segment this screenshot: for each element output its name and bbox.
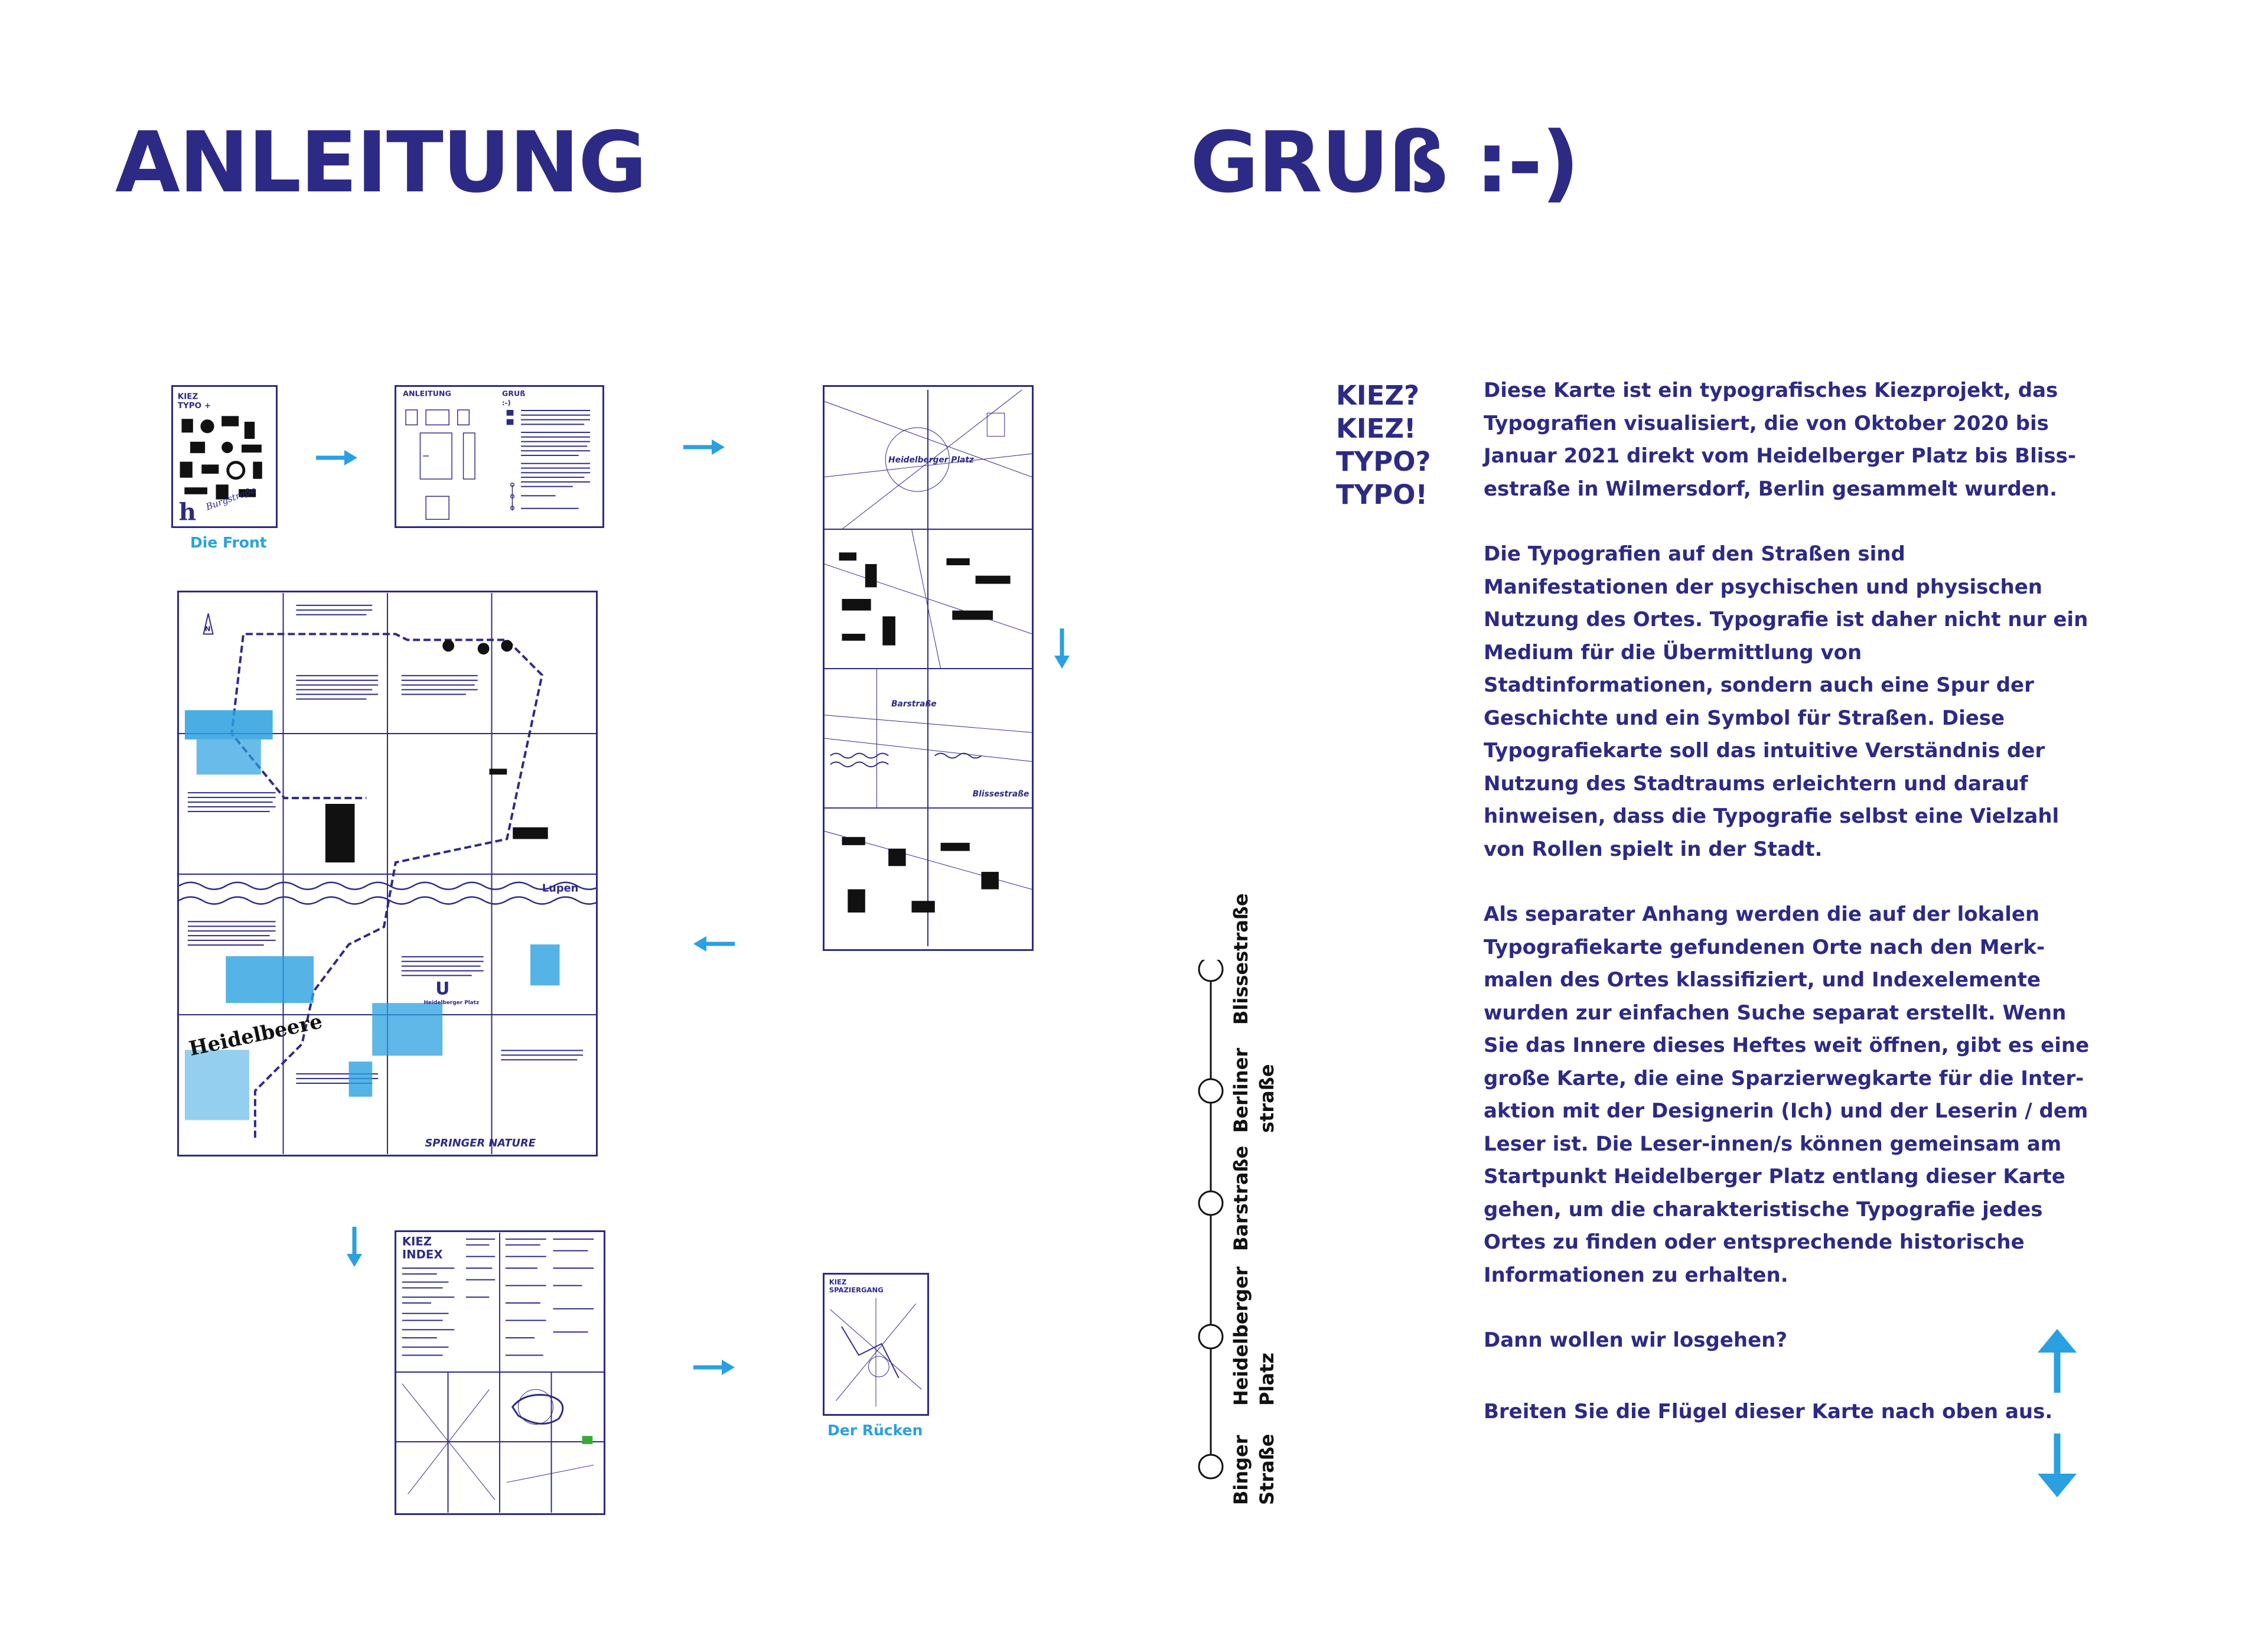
svg-text:KIEZ: KIEZ: [402, 1235, 432, 1249]
route-stop-marker: [1198, 1078, 1224, 1104]
arrow-down-icon: [347, 1227, 362, 1267]
kiez-index-mini: KIEZ INDEX: [396, 1233, 604, 1513]
paragraph-1: Diese Karte ist ein typografisches Kiezp…: [1484, 379, 2076, 501]
mini-gruss-title: GRUß: [502, 389, 526, 398]
map-label-heidelbeere: Heidelbeere: [187, 1009, 324, 1060]
map-label-blissestrasse: Blissestraße: [973, 789, 1029, 799]
intro-line: KIEZ!: [1336, 413, 1416, 444]
route-stop-blissestrasse: Blissestraße: [1230, 893, 1252, 1025]
front-title-line2: TYPO +: [178, 401, 211, 410]
svg-text:N: N: [205, 624, 211, 633]
arrow-right-icon: [693, 1360, 735, 1375]
intro-line: KIEZ?: [1336, 380, 1420, 411]
svg-text:h: h: [179, 497, 197, 526]
arrow-right-icon: [316, 450, 357, 465]
thumbnail-anleitung-gruss: ANLEITUNG GRUß :-): [395, 385, 604, 528]
spaziergang-mini: KIEZ SPAZIERGANG: [829, 1278, 922, 1407]
svg-text:KIEZ: KIEZ: [829, 1278, 847, 1286]
label-die-front: Die Front: [190, 534, 267, 551]
map-label-lupen: Lupen: [542, 882, 579, 895]
thumbnail-front: KIEZ TYPO + h Burgstraße: [171, 385, 278, 528]
route-stop-barstrasse: Barstraße: [1230, 1145, 1252, 1251]
svg-text:SPAZIERGANG: SPAZIERGANG: [829, 1286, 884, 1294]
closing-text: Breiten Sie die Flügel dieser Karte nach…: [1484, 1400, 2053, 1423]
svg-text:INDEX: INDEX: [402, 1247, 443, 1261]
arrow-down-icon: [2038, 1434, 2077, 1497]
svg-text:Burgstraße: Burgstraße: [204, 484, 258, 513]
map-label-barstrasse: Barstraße: [891, 699, 937, 709]
map-label-heidelberger-platz-2: Heidelberger Platz: [423, 1000, 479, 1006]
mini-anleitung-title: ANLEITUNG: [403, 389, 451, 398]
body-text: Diese Karte ist ein typografisches Kiezp…: [1484, 374, 2092, 1390]
route-stop-heidelberger-platz: Heidelberger Platz: [1230, 1266, 1278, 1406]
route-line: [1198, 960, 1224, 1480]
paragraph-2: Die Typografien auf den Straßen sind Man…: [1484, 542, 2088, 861]
thumbnail-map-strip: Heidelberger Platz Barstraße Blissestraß…: [823, 385, 1034, 951]
arrow-up-icon: [2038, 1329, 2077, 1393]
map-strip-drawing: Heidelberger Platz Barstraße Blissestraß…: [825, 389, 1032, 946]
big-map-drawing: N Heidelbeere SPRINGER NATURE Lupen U He…: [179, 593, 596, 1154]
label-der-ruecken: Der Rücken: [827, 1422, 923, 1439]
heading-anleitung: ANLEITUNG: [115, 114, 647, 211]
intro-line: TYPO!: [1336, 479, 1428, 510]
thumbnail-kiez-index: KIEZ INDEX: [395, 1230, 605, 1515]
map-label-springer: SPRINGER NATURE: [425, 1137, 536, 1149]
heading-gruss: GRUß :-): [1190, 114, 1579, 211]
route-stop-marker: [1198, 1454, 1224, 1480]
map-label-heidelberger-platz: Heidelberger Platz: [888, 455, 975, 465]
route-stop-marker: [1198, 1190, 1224, 1216]
front-title-line1: KIEZ: [178, 392, 198, 401]
arrow-down-icon: [1054, 628, 1070, 669]
arrow-right-icon: [683, 439, 725, 455]
route-stop-binger-strasse: Binger Straße: [1230, 1434, 1278, 1505]
arrow-left-icon: [693, 936, 735, 952]
thumbnail-back: KIEZ SPAZIERGANG: [823, 1273, 929, 1416]
front-typo-collage: KIEZ TYPO + h Burgstraße: [178, 392, 262, 526]
svg-text:U: U: [435, 978, 449, 999]
paragraph-4: Dann wollen wir losgehen?: [1484, 1328, 1788, 1352]
thumbnail-big-map: N Heidelbeere SPRINGER NATURE Lupen U He…: [177, 591, 598, 1156]
route-stop-marker: [1198, 960, 1224, 982]
anleitung-gruss-mini-layout: ANLEITUNG GRUß :-): [403, 389, 591, 520]
intro-block: KIEZ? KIEZ! TYPO? TYPO!: [1336, 379, 1472, 512]
intro-line: TYPO?: [1336, 446, 1431, 477]
paragraph-3: Als separater Anhang werden die auf der …: [1484, 903, 2090, 1287]
mini-gruss-sub: :-): [502, 399, 511, 407]
route-stop-berliner-strasse: Berliner straße: [1230, 1047, 1278, 1133]
route-stop-marker: [1198, 1324, 1224, 1350]
